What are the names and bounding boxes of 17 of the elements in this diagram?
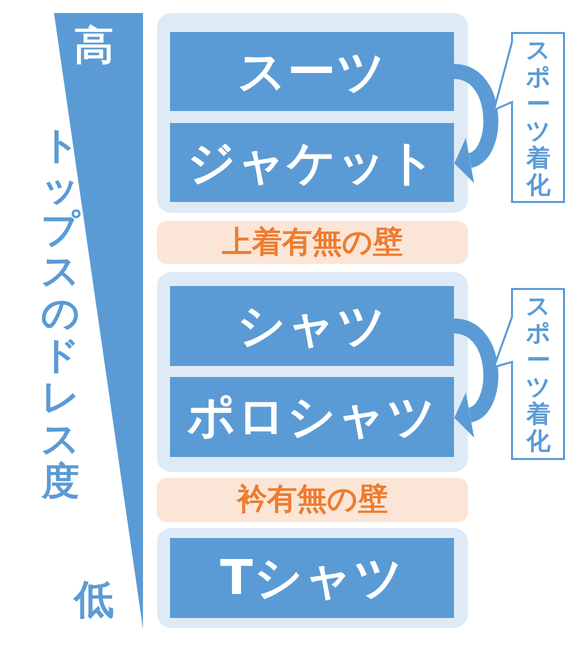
scale-label: 高 bbox=[74, 26, 114, 66]
callout-text: スポーツ着化 bbox=[526, 293, 551, 455]
group-panel bbox=[157, 528, 468, 628]
curved-arrow bbox=[452, 318, 498, 436]
category-box: Tシャツ bbox=[170, 538, 454, 618]
scale-label: 低 bbox=[74, 580, 114, 620]
wall-band: 上着有無の壁 bbox=[157, 221, 468, 264]
category-box: シャツ bbox=[170, 286, 454, 366]
callout-text: スポーツ着化 bbox=[526, 36, 551, 198]
axis-title: トップスのドレス度 bbox=[41, 124, 80, 502]
curved-arrow bbox=[452, 64, 498, 182]
category-box: スーツ bbox=[170, 32, 454, 111]
category-box: ポロシャツ bbox=[170, 377, 454, 457]
group-panel bbox=[157, 13, 468, 213]
category-box: ジャケット bbox=[170, 123, 454, 202]
wall-band: 衿有無の壁 bbox=[157, 478, 468, 522]
group-panel bbox=[157, 272, 468, 472]
